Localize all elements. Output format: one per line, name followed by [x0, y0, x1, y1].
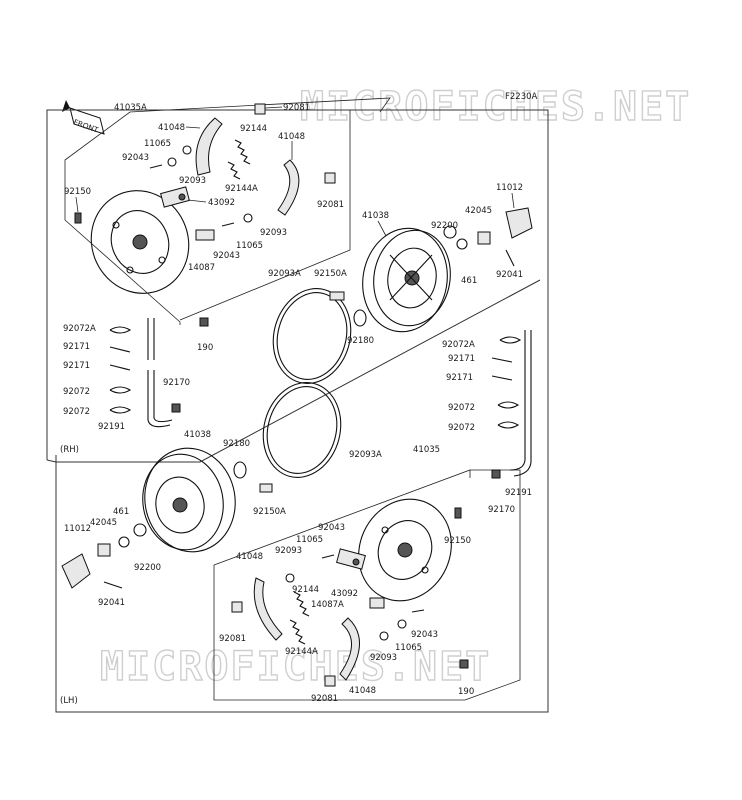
callout-41038-rh: 41038 [362, 211, 389, 221]
callout-92043-top2: 92043 [213, 251, 240, 261]
callout-92072-left2: 92072 [63, 407, 90, 417]
callout-190-bottom: 190 [458, 687, 474, 697]
callout-41038-lh: 41038 [184, 430, 211, 440]
callout-92072A-right: 92072A [442, 340, 475, 350]
callout-92170-right: 92170 [488, 505, 515, 515]
callout-92191-left: 92191 [98, 422, 125, 432]
callout-92093A-rh: 92093A [268, 269, 301, 279]
lh-backing-plate [358, 498, 462, 602]
callout-92072-right2: 92072 [448, 423, 475, 433]
callout-41035: 41035 [413, 445, 440, 455]
rh-hub-parts [199, 207, 533, 327]
callout-11065-top2: 11065 [236, 241, 263, 251]
callout-92081-top2: 92081 [317, 200, 344, 210]
callout-41048-bottom2: 41048 [349, 686, 376, 696]
outer-frame [46, 109, 549, 713]
callout-92043-bottom2: 92043 [411, 630, 438, 640]
callout-92072-right1: 92072 [448, 403, 475, 413]
watermark-bottom: MICROFICHES.NET [100, 644, 491, 690]
callout-41048-top1: 41048 [158, 123, 185, 133]
rh-backing-plate [90, 190, 190, 294]
callout-92171-left2: 92171 [63, 361, 90, 371]
callout-14087-top: 14087 [188, 263, 215, 273]
lh-hub-parts [61, 461, 273, 589]
callout-92081-top: 92081 [283, 103, 310, 113]
callout-92191-right: 92191 [505, 488, 532, 498]
rh-wheel-cylinder [160, 186, 190, 208]
rh-springs [227, 139, 251, 180]
callout-92043-top: 92043 [122, 153, 149, 163]
callout-11012-rh: 11012 [496, 183, 523, 193]
lh-brake-shoes [253, 577, 360, 681]
callout-92200-rh: 92200 [431, 221, 458, 231]
callout-92144A-top: 92144A [225, 184, 258, 194]
lh-wheel-cylinder [336, 548, 366, 570]
callout-92072A-left: 92072A [63, 324, 96, 334]
callout-92180-lh: 92180 [223, 439, 250, 449]
callout-14087A-bottom: 14087A [311, 600, 344, 610]
callout-461-rh: 461 [461, 276, 477, 286]
callout-92093-top2: 92093 [260, 228, 287, 238]
lh-drum-seal [262, 382, 342, 478]
rh-right-hose-set [491, 330, 532, 479]
callout-41035A: 41035A [114, 103, 147, 113]
callout-11065-top: 11065 [144, 139, 171, 149]
rh-brake-shoe-2 [277, 159, 300, 216]
callout-92043-bottom: 92043 [318, 523, 345, 533]
lh-springs [289, 591, 310, 645]
callout-92144A-bottom: 92144A [285, 647, 318, 657]
watermark-top: MICROFICHES.NET [300, 84, 691, 130]
rh-hose-set [109, 318, 181, 428]
callout-92171-left1: 92171 [63, 342, 90, 352]
callout-92081-bottom: 92081 [219, 634, 246, 644]
callout-41048-bottom1: 41048 [236, 552, 263, 562]
ref-code: F2230A [505, 92, 538, 102]
lh-brake-drum [142, 447, 236, 553]
rh-drum-seal [272, 288, 352, 384]
callout-92171-right2: 92171 [446, 373, 473, 383]
callout-43092-bottom: 43092 [331, 589, 358, 599]
callout-92093A-lh: 92093A [349, 450, 382, 460]
callout-92200-lh: 92200 [134, 563, 161, 573]
callout-42045-rh: 42045 [465, 206, 492, 216]
callout-92150A-lh: 92150A [253, 507, 286, 517]
lh-section-label: (LH) [60, 696, 78, 706]
callout-92171-right1: 92171 [448, 354, 475, 364]
callouts: 41035A 92081 41048 92144 41048 11065 920… [63, 103, 532, 704]
callout-11065-bottom: 11065 [296, 535, 323, 545]
callout-11012-lh: 11012 [64, 524, 91, 534]
lh-small-hardware [231, 554, 469, 687]
rh-brake-assembly-box [64, 97, 391, 325]
rh-small-hardware [74, 103, 336, 241]
callout-42045-lh: 42045 [90, 518, 117, 528]
callout-92081-bottom2: 92081 [311, 694, 338, 704]
front-arrow-icon: FRONT [62, 100, 105, 135]
rh-brake-drum [362, 227, 451, 333]
callout-11065-bottom2: 11065 [395, 643, 422, 653]
callout-92041-lh: 92041 [98, 598, 125, 608]
callout-92093-top: 92093 [179, 176, 206, 186]
callout-41048-top2: 41048 [278, 132, 305, 142]
callout-92072-left1: 92072 [63, 387, 90, 397]
callout-92093-bottom2: 92093 [370, 653, 397, 663]
callout-92144-bottom: 92144 [292, 585, 319, 595]
callout-461-lh: 461 [113, 507, 129, 517]
callout-92180-rh: 92180 [347, 336, 374, 346]
callout-190-rh: 190 [197, 343, 213, 353]
callout-43092-top: 43092 [208, 198, 235, 208]
callout-92144-top: 92144 [240, 124, 267, 134]
callout-92150-top: 92150 [64, 187, 91, 197]
callout-92093-bottom: 92093 [275, 546, 302, 556]
callout-92150A-rh: 92150A [314, 269, 347, 279]
rh-section-label: (RH) [60, 445, 79, 455]
rh-brake-shoe-1 [195, 117, 223, 176]
rh-section-border [46, 109, 541, 463]
callout-92041-rh: 92041 [496, 270, 523, 280]
callout-92150-bottom: 92150 [444, 536, 471, 546]
callout-92170-left: 92170 [163, 378, 190, 388]
